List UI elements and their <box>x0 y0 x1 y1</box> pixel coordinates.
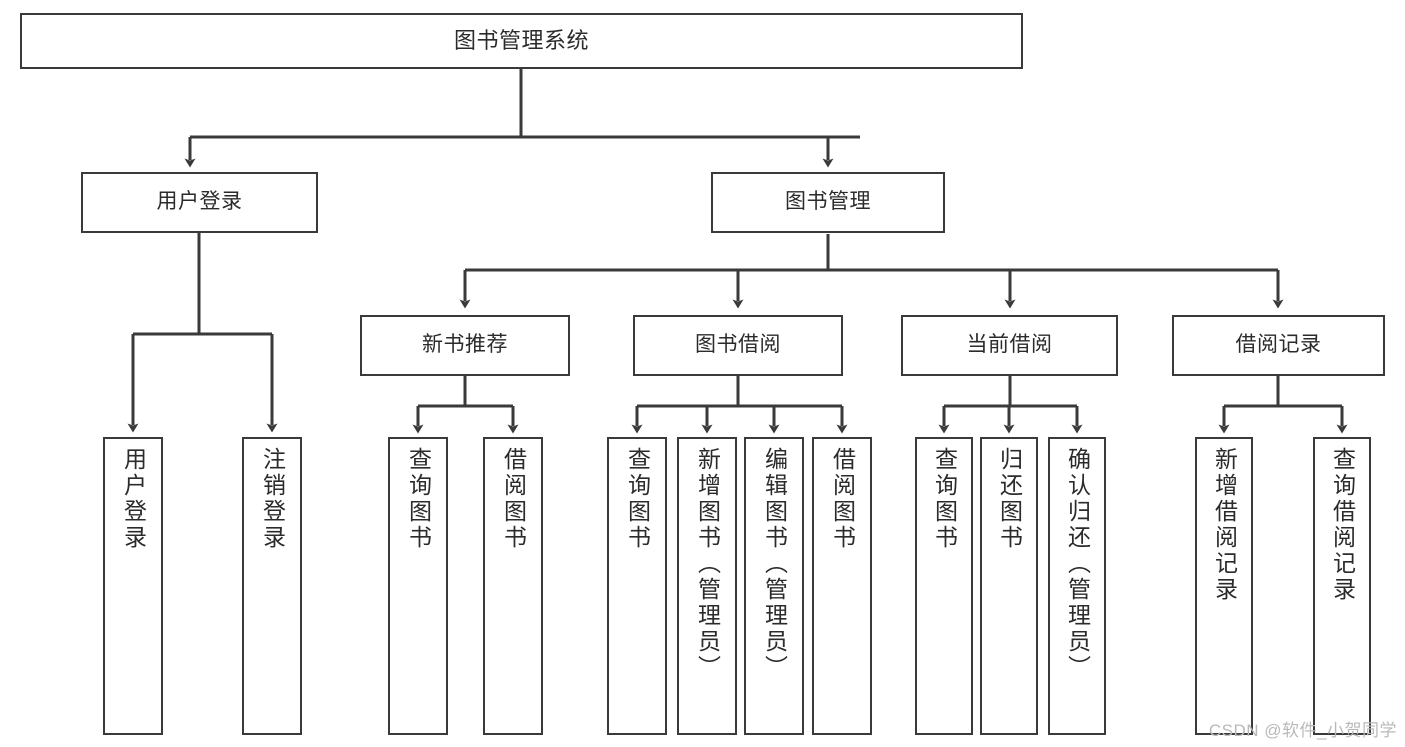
leaf-borrow-query-book[interactable]: 查询图书 <box>607 437 667 735</box>
node-label: 图书管理 <box>785 190 871 214</box>
node-label: 用户登录 <box>156 190 243 214</box>
node-label: 编辑图书（管理员） <box>761 447 788 681</box>
node-borrow-record[interactable]: 借阅记录 <box>1172 315 1385 376</box>
leaf-current-confirm-return-admin[interactable]: 确认归还（管理员） <box>1048 437 1106 735</box>
node-root-system[interactable]: 图书管理系统 <box>20 13 1023 69</box>
node-label: 图书管理系统 <box>453 28 589 54</box>
csdn-watermark: CSDN @软件_小贺同学 <box>1208 721 1397 740</box>
node-label: 借阅记录 <box>1235 333 1322 357</box>
node-book-borrow[interactable]: 图书借阅 <box>633 315 843 376</box>
leaf-record-add-record[interactable]: 新增借阅记录 <box>1195 437 1253 735</box>
node-label: 查询借阅记录 <box>1329 447 1356 603</box>
node-book-management[interactable]: 图书管理 <box>711 172 945 233</box>
node-label: 借阅图书 <box>500 447 527 551</box>
leaf-user-login-signin[interactable]: 用户登录 <box>103 437 163 735</box>
node-new-book-recommend[interactable]: 新书推荐 <box>360 315 570 376</box>
leaf-record-query-record[interactable]: 查询借阅记录 <box>1313 437 1371 735</box>
node-label: 借阅图书 <box>829 447 856 551</box>
node-label: 注销登录 <box>259 447 286 551</box>
node-label: 新增借阅记录 <box>1211 447 1238 603</box>
leaf-user-login-signout[interactable]: 注销登录 <box>242 437 302 735</box>
node-label: 查询图书 <box>931 447 958 551</box>
node-label: 归还图书 <box>996 447 1023 551</box>
leaf-borrow-add-book-admin[interactable]: 新增图书（管理员） <box>677 437 737 735</box>
node-label: 图书借阅 <box>695 333 781 357</box>
node-label: 确认归还（管理员） <box>1064 447 1091 681</box>
node-label: 查询图书 <box>405 447 432 551</box>
leaf-current-query-book[interactable]: 查询图书 <box>915 437 973 735</box>
node-user-login[interactable]: 用户登录 <box>81 172 318 233</box>
leaf-recommend-borrow-book[interactable]: 借阅图书 <box>483 437 543 735</box>
node-label: 新书推荐 <box>422 333 508 357</box>
node-label: 用户登录 <box>120 447 147 551</box>
node-label: 新增图书（管理员） <box>694 447 721 681</box>
leaf-borrow-edit-book-admin[interactable]: 编辑图书（管理员） <box>744 437 804 735</box>
leaf-borrow-borrow-book[interactable]: 借阅图书 <box>812 437 872 735</box>
leaf-recommend-query-book[interactable]: 查询图书 <box>388 437 448 735</box>
node-current-borrow[interactable]: 当前借阅 <box>901 315 1118 376</box>
node-label: 查询图书 <box>624 447 651 551</box>
leaf-current-return-book[interactable]: 归还图书 <box>980 437 1038 735</box>
node-label: 当前借阅 <box>966 333 1053 357</box>
